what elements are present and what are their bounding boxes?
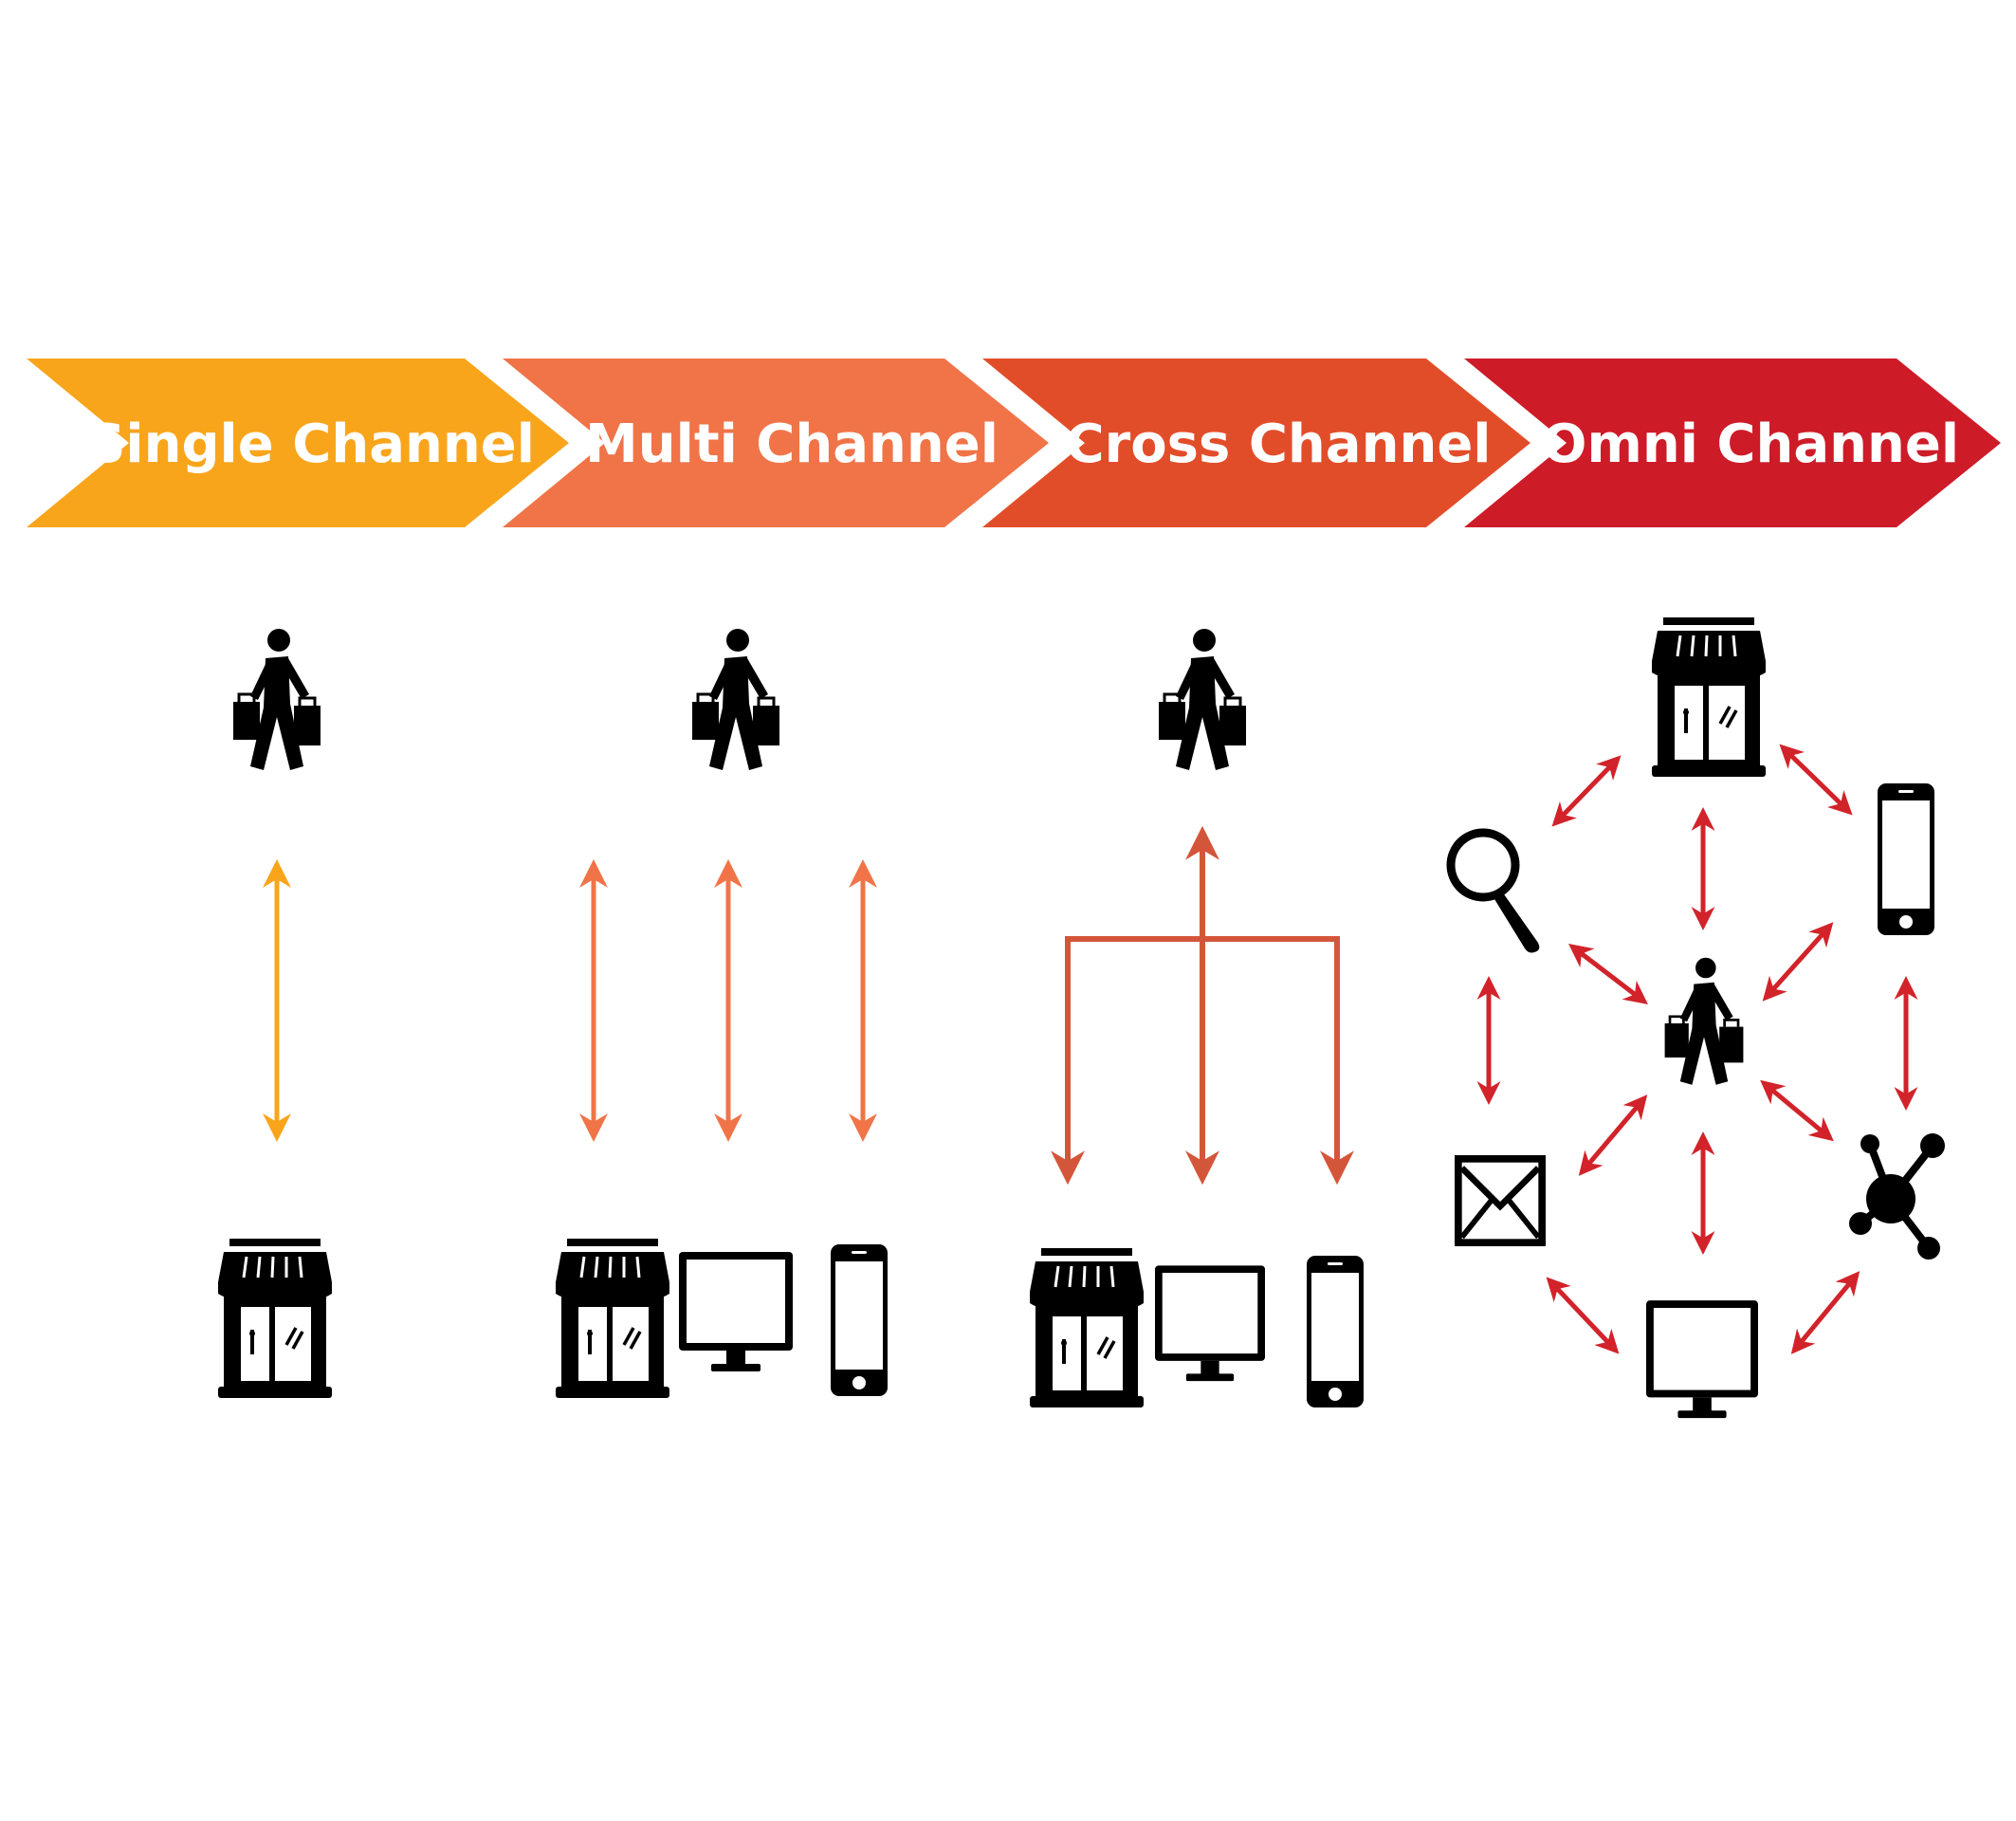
computer-icon <box>1646 1300 1758 1419</box>
phone-icon <box>1307 1256 1364 1407</box>
stage-chevron-cross <box>982 359 1530 527</box>
social-network-icon <box>1849 1133 1945 1260</box>
stage-label-omni: Omni Channel <box>1542 414 1959 475</box>
omni-arrow-shopper-email <box>1578 1094 1648 1176</box>
stage-chevron-single <box>27 359 569 527</box>
computer-icon <box>679 1252 793 1371</box>
stage-single-channel: Single Channel <box>27 359 569 527</box>
multi-channel-diagram <box>556 627 888 1400</box>
email-icon <box>1458 1159 1542 1242</box>
phone-icon <box>831 1244 888 1396</box>
omni-arrow-search-store <box>1551 755 1622 827</box>
single-channel-diagram <box>218 627 332 1400</box>
stage-banner: Single Channel Multi Channel Cross Chann… <box>27 359 2001 527</box>
stage-label-multi: Multi Channel <box>585 414 999 475</box>
stage-multi-channel: Multi Channel <box>503 359 1049 527</box>
computer-icon <box>1155 1265 1265 1382</box>
stage-label-single: Single Channel <box>87 414 535 475</box>
omni-arrow-store-phone <box>1779 744 1853 816</box>
stage-omni-channel: Omni Channel <box>1464 359 2001 527</box>
omni-arrow-search-shopper <box>1568 943 1648 1005</box>
store-icon <box>218 1239 332 1400</box>
omni-arrow-shopper-social <box>1760 1079 1834 1142</box>
shopper-icon <box>1663 956 1745 1087</box>
search-icon <box>1451 833 1539 953</box>
shopper-icon <box>1157 627 1248 772</box>
omni-channel-diagram <box>1451 617 1945 1419</box>
store-icon <box>1030 1248 1144 1409</box>
stage-cross-channel: Cross Channel <box>982 359 1530 527</box>
omni-arrows <box>1476 744 1918 1354</box>
stage-label-cross: Cross Channel <box>1065 414 1491 475</box>
omni-arrow-phone-shopper <box>1762 922 1834 1002</box>
phone-icon <box>1878 783 1934 935</box>
omni-arrow-social-computer <box>1790 1271 1860 1354</box>
stage-chevron-multi <box>503 359 1049 527</box>
stage-chevron-omni <box>1464 359 2001 527</box>
omni-arrow-email-computer <box>1546 1277 1620 1354</box>
cross-channel-diagram <box>1030 627 1364 1409</box>
store-icon <box>1652 617 1766 777</box>
shopper-icon <box>690 627 781 772</box>
shopper-icon <box>231 627 322 772</box>
store-icon <box>556 1239 669 1400</box>
